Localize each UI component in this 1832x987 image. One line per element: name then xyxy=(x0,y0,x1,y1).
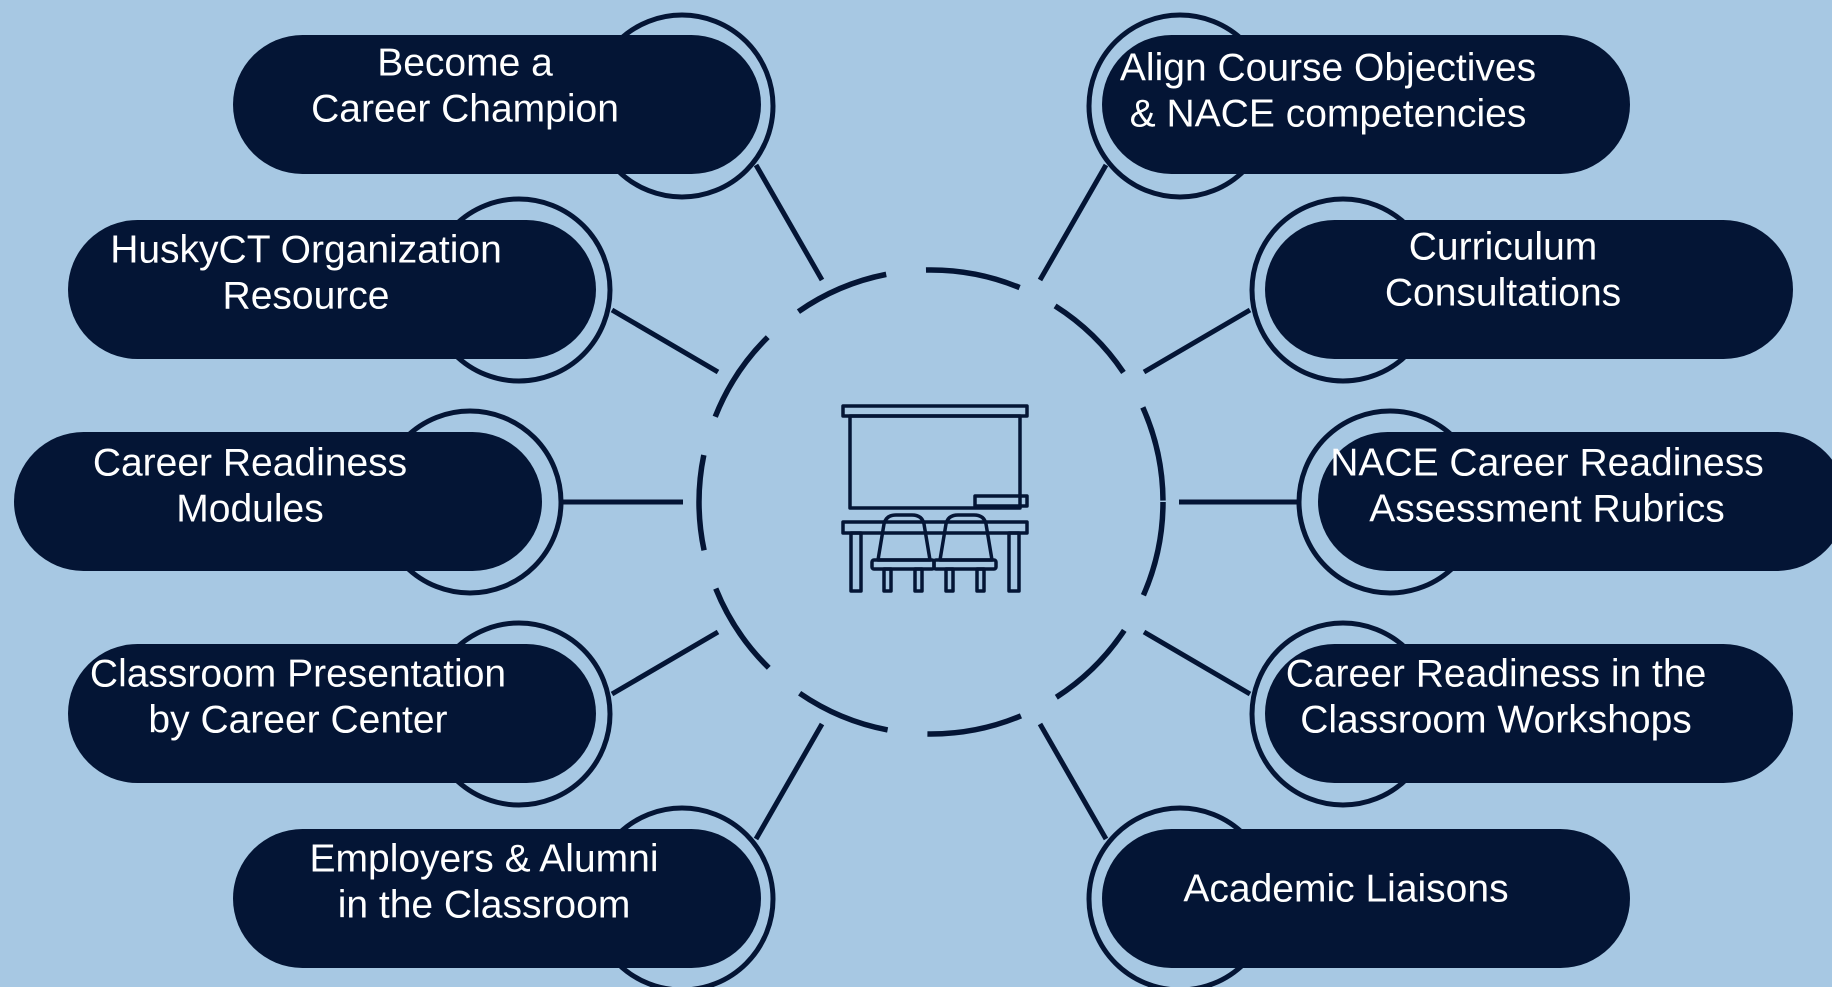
node-label-line: & NACE competencies xyxy=(1130,93,1527,136)
node-pill xyxy=(233,829,761,968)
node-label-line: Academic Liaisons xyxy=(1183,868,1508,911)
central-hub xyxy=(696,267,1166,737)
connector-curriculum-consultations xyxy=(1142,307,1252,375)
chair-left-back xyxy=(876,513,932,562)
classroom-icon xyxy=(841,404,1029,593)
whiteboard-tray xyxy=(973,494,1029,508)
connector-huskyct-organization-resource xyxy=(610,307,720,375)
node-label-line: Classroom Presentation xyxy=(90,653,506,696)
node-label-line: Curriculum xyxy=(1409,226,1598,269)
node-label-line: Resource xyxy=(223,275,390,318)
node-pill xyxy=(68,220,596,359)
connector-lines xyxy=(563,163,1299,841)
node-label-line: Become a xyxy=(377,42,553,85)
desk-left-leg xyxy=(849,531,863,593)
chair-left-leg-a xyxy=(882,567,893,593)
node-label-line: HuskyCT Organization xyxy=(110,229,502,272)
node-pill xyxy=(1102,829,1630,968)
whiteboard-panel xyxy=(848,414,1022,510)
node-pill xyxy=(68,644,596,783)
chair-right-leg-a xyxy=(944,567,955,593)
node-label-line: NACE Career Readiness xyxy=(1330,442,1764,485)
node-label-line: Career Readiness in the xyxy=(1286,653,1707,696)
node-label-line: Consultations xyxy=(1385,272,1621,315)
central-dashed-ring xyxy=(696,267,1166,737)
node-pill xyxy=(1318,432,1832,571)
desk-top xyxy=(841,520,1029,535)
node-label-line: Align Course Objectives xyxy=(1120,47,1536,90)
chair-left-seat xyxy=(870,558,936,571)
chair-left-leg-b xyxy=(913,567,924,593)
connector-classroom-presentation xyxy=(610,629,720,697)
node-pill xyxy=(233,35,761,174)
desk-right-leg xyxy=(1007,531,1021,593)
chair-right-leg-b xyxy=(975,567,986,593)
node-label-line: by Career Center xyxy=(148,699,447,742)
chair-right-seat xyxy=(932,558,998,571)
connector-academic-liaisons xyxy=(1037,722,1109,841)
node-pill xyxy=(14,432,542,571)
connector-align-course-objectives xyxy=(1037,163,1109,282)
chair-right-back xyxy=(938,513,994,562)
connector-employers-alumni xyxy=(753,722,825,841)
node-pill xyxy=(1102,35,1630,174)
node-label-line: in the Classroom xyxy=(338,884,631,927)
node-label-line: Assessment Rubrics xyxy=(1369,488,1724,531)
node-academic-liaisons: Academic Liaisons xyxy=(1086,805,1630,987)
node-pill xyxy=(1265,220,1793,359)
node-pill xyxy=(1265,644,1793,783)
node-label-line: Career Champion xyxy=(311,88,619,131)
node-label-line: Classroom Workshops xyxy=(1300,699,1692,742)
node-label-line: Employers & Alumni xyxy=(310,838,659,881)
connector-become-career-champion xyxy=(753,163,825,282)
node-label-line: Modules xyxy=(176,488,323,531)
node-label-line: Career Readiness xyxy=(93,442,407,485)
connector-career-readiness-workshops xyxy=(1142,629,1252,697)
node-align-course-objectives: Align Course Objectives& NACE competenci… xyxy=(1086,12,1630,200)
